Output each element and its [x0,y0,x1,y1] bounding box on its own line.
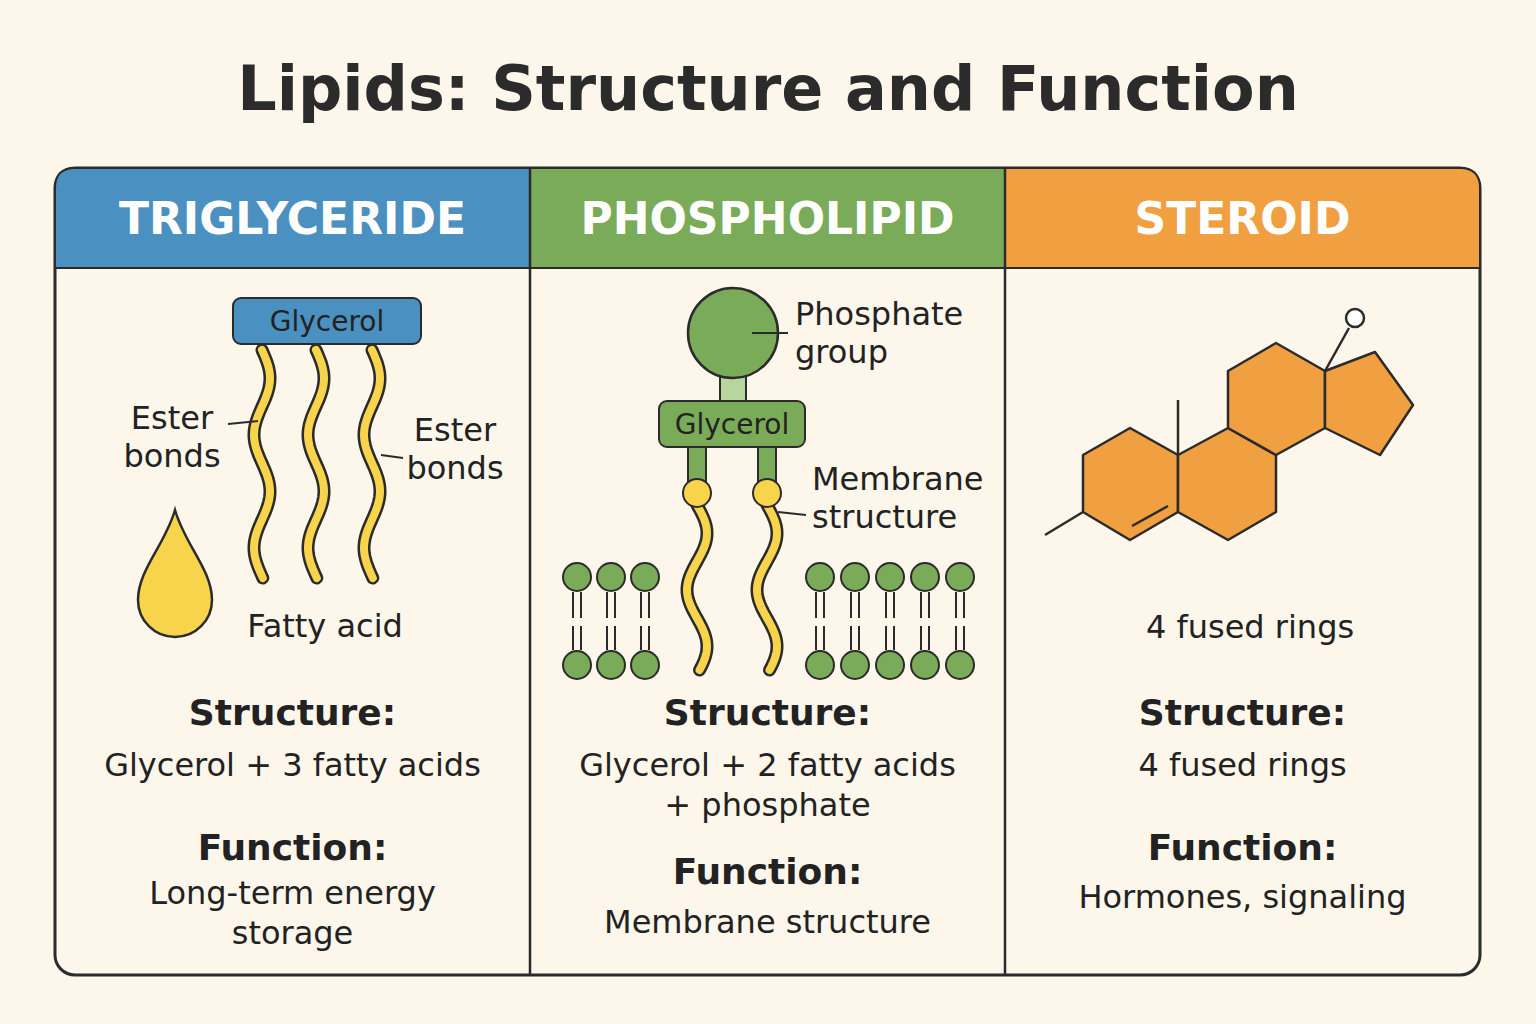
ketone-oxygen [1346,309,1364,327]
bond-line [1132,506,1168,526]
steroid-ring [1228,343,1325,455]
ester-link [753,479,781,507]
structure-text: 4 fused rings [1023,745,1463,785]
bilayer-lipid [806,563,834,679]
glycerol-label: Glycerol [270,305,384,338]
bond-line [1045,512,1083,535]
column-divider [1004,168,1007,975]
callout-label: Ester bonds [390,411,520,487]
fatty-acid-chain [687,505,707,670]
steroid-ring [1083,428,1178,540]
bilayer-lipid [876,563,904,679]
bilayer-lipid [597,563,625,679]
callout-label: Ester bonds [107,399,237,475]
bilayer-lipid [841,563,869,679]
bilayer-lipid [563,563,591,679]
diagram-title: Lipids: Structure and Function [0,52,1536,125]
steroid-ring [1325,352,1413,455]
part-label: 4 fused rings [1100,608,1400,646]
structure-text: Glycerol + 2 fatty acids + phosphate [568,745,968,825]
panel-frame [55,168,1480,975]
part-label: Fatty acid [225,607,425,645]
column-header: TRIGLYCERIDE [55,168,530,268]
bond-line [1177,400,1180,455]
section-heading: Function: [1023,826,1463,870]
header-band [55,168,530,268]
ester-link [683,479,711,507]
bilayer-lipid [946,563,974,679]
column-divider [529,168,532,975]
glycerol-label: Glycerol [675,408,789,441]
leader-line [752,332,788,334]
lipid-column: TRIGLYCERIDE Structure: Glycerol + 3 fatty… [55,168,530,975]
leader-line [381,455,403,458]
lipid-column: STEROID Structure: 4 fused ringsFunction: H… [1005,168,1480,975]
oil-droplet [138,510,212,637]
section-heading: Function: [548,850,988,894]
fatty-acid-chain [254,350,270,578]
header-band [1005,168,1480,268]
glycerol-box: Glycerol [232,297,422,345]
fatty-acid-chain [757,505,777,670]
section-heading: Structure: [1023,691,1463,735]
phosphate-stem [720,376,746,402]
leader-line [778,512,806,515]
fatty-acid-chain [364,350,380,578]
callout-label: Phosphate group [795,295,995,371]
section-heading: Function: [73,826,513,870]
header-band [530,168,1005,268]
glycerol-box: Glycerol [658,400,806,448]
section-heading: Structure: [73,691,513,735]
function-text: Hormones, signaling [1023,877,1463,917]
bilayer-lipid [911,563,939,679]
bilayer-lipid [631,563,659,679]
function-text: Membrane structure [548,902,988,942]
callout-label: Membrane structure [812,460,1012,536]
section-heading: Structure: [548,691,988,735]
column-header: STEROID [1005,168,1480,268]
leader-line [228,421,258,424]
fatty-acid-chain [308,350,324,578]
function-text: Long-term energy storage [123,873,463,953]
lipid-column: PHOSPHOLIPID Structure: Glycerol + 2 fatty… [530,168,1005,975]
bond-line [1325,328,1349,371]
column-header: PHOSPHOLIPID [530,168,1005,268]
structure-text: Glycerol + 3 fatty acids [73,745,513,785]
